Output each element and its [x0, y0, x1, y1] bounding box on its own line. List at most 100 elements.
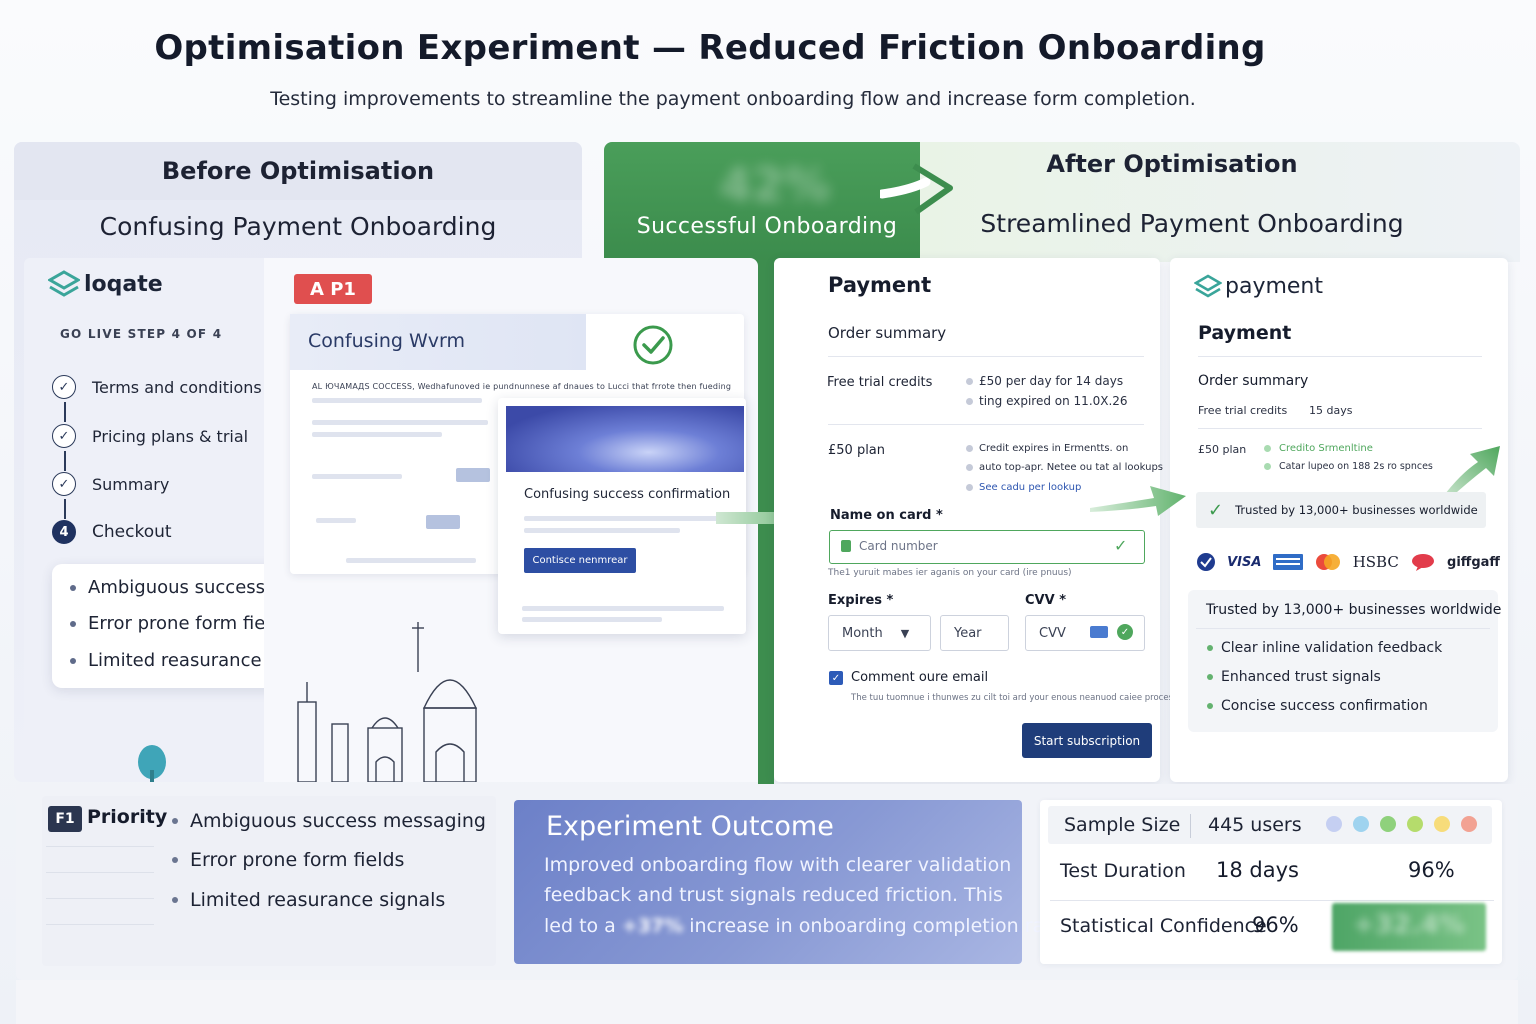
step-summary[interactable]: ✓ Summary: [52, 470, 169, 498]
footer-strip: [16, 980, 1518, 1024]
bullet-icon: [966, 397, 973, 405]
after-panel: [920, 142, 1520, 262]
step-label: Terms and conditions: [92, 377, 262, 397]
sample-size-value: 445 users: [1208, 814, 1302, 836]
placeholder-line: [522, 606, 724, 611]
mastercard-icon: [1315, 554, 1340, 570]
plan-note: Catar lupeo on 188 2s ro spnces: [1264, 461, 1433, 472]
shield-check-icon: [1197, 553, 1215, 571]
priority-rank-badge: F1: [48, 806, 82, 832]
card-number-input[interactable]: [829, 530, 1145, 564]
divider: [828, 356, 1144, 357]
sample-size-label: Sample Size: [1064, 814, 1181, 836]
confirm-email-checkbox[interactable]: ✓: [829, 671, 843, 685]
placeholder-line: [312, 474, 402, 479]
plan-note: auto top-apr. Netee ou tat al lookups: [966, 462, 1163, 473]
confidence-label: Statistical Confidence: [1060, 915, 1267, 937]
step-pricing[interactable]: ✓ Pricing plans & trial: [52, 422, 248, 450]
divider: [46, 846, 154, 847]
city-illustration-icon: [297, 622, 478, 782]
legend-dot-icon: [1434, 816, 1450, 832]
bullet-icon: [966, 464, 973, 471]
legend-dot-icon: [1353, 816, 1369, 832]
trust-summary-title: Trusted by 13,000+ businesses worldwide: [1206, 602, 1502, 618]
priority-badge: A P1: [294, 274, 372, 304]
divider: [1198, 356, 1482, 357]
placeholder-button[interactable]: [426, 515, 460, 529]
placeholder-line: [316, 518, 356, 523]
outcome-title: Experiment Outcome: [546, 811, 834, 842]
trust-summary-box: [1188, 590, 1498, 732]
step-checkout[interactable]: 4 Checkout: [52, 518, 172, 546]
test-duration-label: Test Duration: [1060, 860, 1186, 882]
blurred-lift-value: +32.4%: [1353, 910, 1465, 940]
bullet-icon: [70, 584, 76, 591]
plan-note: Credit expires in Ermentts. on: [966, 443, 1128, 454]
step-counter: GO LIVE STEP 4 OF 4: [60, 327, 223, 341]
lock-icon: [841, 540, 851, 552]
priority-item: Error prone form fields: [172, 849, 404, 871]
plan-label: £50 plan: [1198, 443, 1247, 456]
payment-title: Payment: [828, 273, 932, 297]
check-icon: ✓: [52, 375, 76, 399]
priority-label: Priority: [87, 806, 168, 828]
check-icon: ✓: [52, 424, 76, 448]
free-trial-label: Free trial credits: [1198, 404, 1288, 417]
step-terms[interactable]: ✓ Terms and conditions: [52, 373, 262, 401]
visa-logo: VISA: [1227, 554, 1262, 570]
step-label: Pricing plans & trial: [92, 426, 249, 446]
success-confirmation-title: Confusing success confirmation: [524, 487, 731, 502]
legend-dot-icon: [1461, 816, 1477, 832]
confirm-email-label: Comment oure email: [851, 670, 989, 685]
speech-bubble-icon: [1411, 554, 1434, 571]
outcome-text: feedback and trust signals reduced frict…: [544, 884, 1003, 906]
page-subtitle: Testing improvements to streamline the p…: [270, 88, 1196, 110]
page-title: Optimisation Experiment — Reduced Fricti…: [154, 28, 1266, 68]
before-subheading: Confusing Payment Onboarding: [99, 212, 497, 241]
confirm-email-help: The tuu tuomnue i thunwes zu cilt toi ar…: [851, 693, 1178, 703]
plan-label: £50 plan: [828, 443, 886, 458]
check-icon: ✓: [1208, 499, 1224, 521]
partner-logos: VISA HSBC giffgaff: [1196, 548, 1500, 576]
divider: [46, 898, 154, 899]
check-icon: ✓: [52, 472, 76, 496]
bullet-icon: [70, 657, 76, 664]
name-on-card-label: Name on card *: [830, 508, 943, 523]
divider: [1196, 628, 1490, 629]
before-heading: Before Optimisation: [14, 142, 582, 200]
success-band-label: Successful Onboarding: [636, 214, 898, 239]
priority-item: Ambiguous success messaging: [172, 810, 486, 832]
divider: [1198, 428, 1482, 429]
start-subscription-button[interactable]: Start subscription: [1022, 723, 1152, 758]
cvv-input[interactable]: CVV: [1025, 615, 1145, 651]
blurred-lift: +37%: [621, 915, 684, 937]
step-connector: [64, 451, 66, 471]
placeholder-line: [524, 516, 718, 521]
bullet-icon: [172, 818, 178, 824]
loqate-logo-icon: [48, 270, 80, 297]
year-select[interactable]: Year: [940, 615, 1009, 651]
placeholder-line: [312, 432, 442, 437]
lookup-link[interactable]: See cadu per lookup: [966, 482, 1081, 493]
continue-button[interactable]: Contisce nenmrear: [524, 548, 636, 573]
placeholder-button[interactable]: [456, 468, 490, 482]
outcome-card: [514, 800, 1022, 964]
bullet-icon: [1264, 445, 1271, 452]
outcome-text: led to a+37%increase in onboarding compl…: [544, 915, 1070, 937]
order-summary-heading: Order summary: [1198, 373, 1309, 389]
step-connector: [64, 499, 66, 519]
legend-dot-icon: [1407, 816, 1423, 832]
card-number-placeholder: Card number: [859, 539, 938, 553]
step-number: 4: [52, 520, 76, 544]
free-trial-value: 15 days: [1309, 404, 1353, 417]
free-trial-note: ting expired on 11.0X.26: [966, 394, 1128, 408]
priority-item: Limited reasurance signals: [172, 889, 445, 911]
month-select[interactable]: Month ▼: [828, 615, 931, 651]
divider: [46, 924, 154, 925]
payment-form-card: [774, 258, 1160, 782]
confetti-banner: [506, 406, 744, 472]
trusted-badge: ✓ Trusted by 13,000+ businesses worldwid…: [1196, 492, 1486, 528]
legend-dot-icon: [1326, 816, 1342, 832]
success-band: [604, 142, 920, 272]
issue-item: Error prone form fields: [70, 613, 291, 634]
